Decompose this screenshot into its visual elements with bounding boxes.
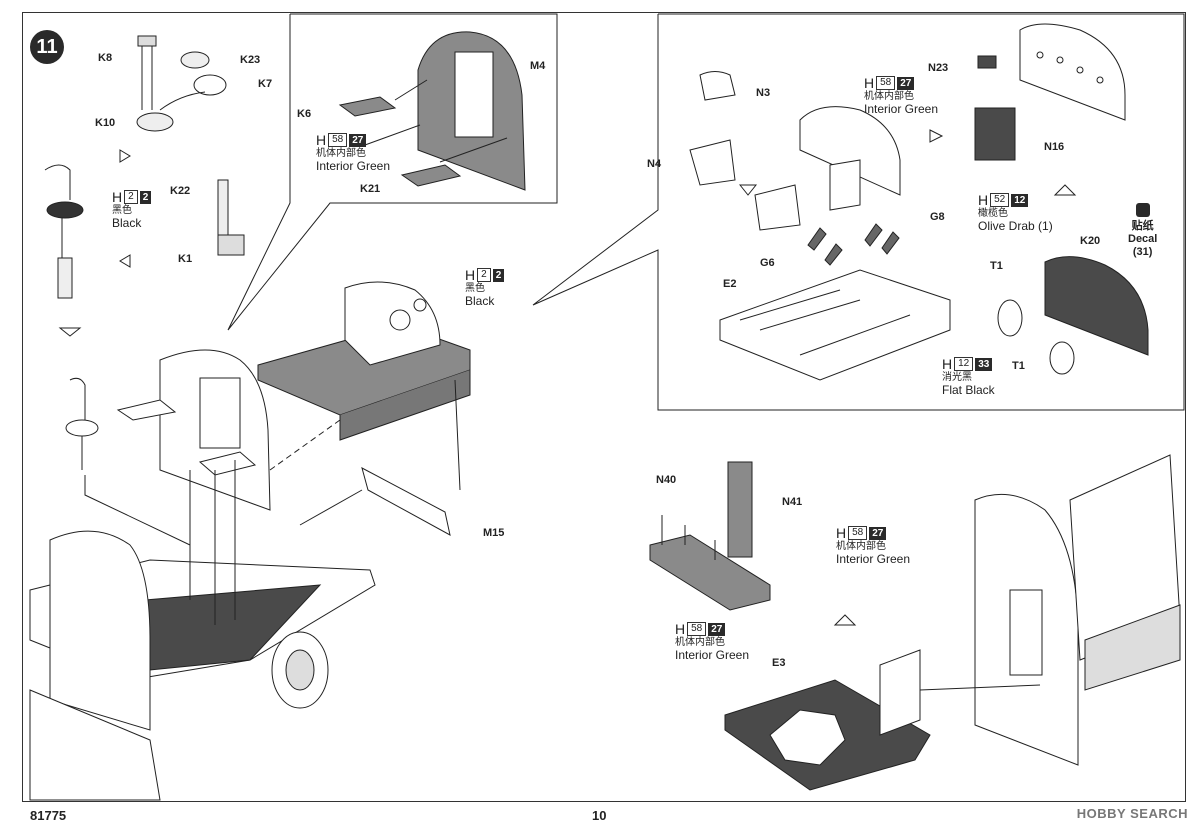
watermark: HOBBY SEARCH [1076,806,1188,821]
part-label-m15: M15 [483,527,505,539]
decal-callout: 贴纸 Decal (31) [1128,203,1157,259]
part-label-k8: K8 [98,52,113,64]
part-label-e3: E3 [772,657,786,669]
part-label-n3: N3 [756,87,771,99]
decal-icon [1135,203,1150,217]
part-label-k10: K10 [95,117,116,129]
part-label-n16: N16 [1044,141,1065,153]
part-label-m4: M4 [530,60,546,72]
seat-parts-group [44,35,245,337]
part-label-n41: N41 [782,496,803,508]
part-label-g6: G6 [760,257,775,269]
part-label-k22: K22 [170,185,191,197]
part-label-n4: N4 [647,158,662,170]
part-label-k1: K1 [178,253,193,265]
panel-m4-group [338,31,526,191]
bulkhead-assembly-right [649,454,1181,791]
part-label-g8: G8 [930,211,945,223]
fuselage-assembly-left [29,349,376,801]
cockpit-floor-center [257,281,471,536]
part-label-e2: E2 [723,278,737,290]
part-label-t1-lower: T1 [1012,360,1025,372]
part-label-n40: N40 [656,474,677,486]
instrument-parts-right [689,23,1149,381]
step-number-badge: 11 [30,30,64,64]
part-label-k21: K21 [360,183,381,195]
part-label-k7: K7 [258,78,273,90]
part-label-k20: K20 [1080,235,1101,247]
product-code: 81775 [30,808,67,823]
part-label-n23: N23 [928,62,949,74]
part-label-k23: K23 [240,54,261,66]
part-label-k6: K6 [297,108,312,120]
part-label-t1-upper: T1 [990,260,1003,272]
page-frame [22,12,1186,802]
page-number: 10 [592,808,607,823]
